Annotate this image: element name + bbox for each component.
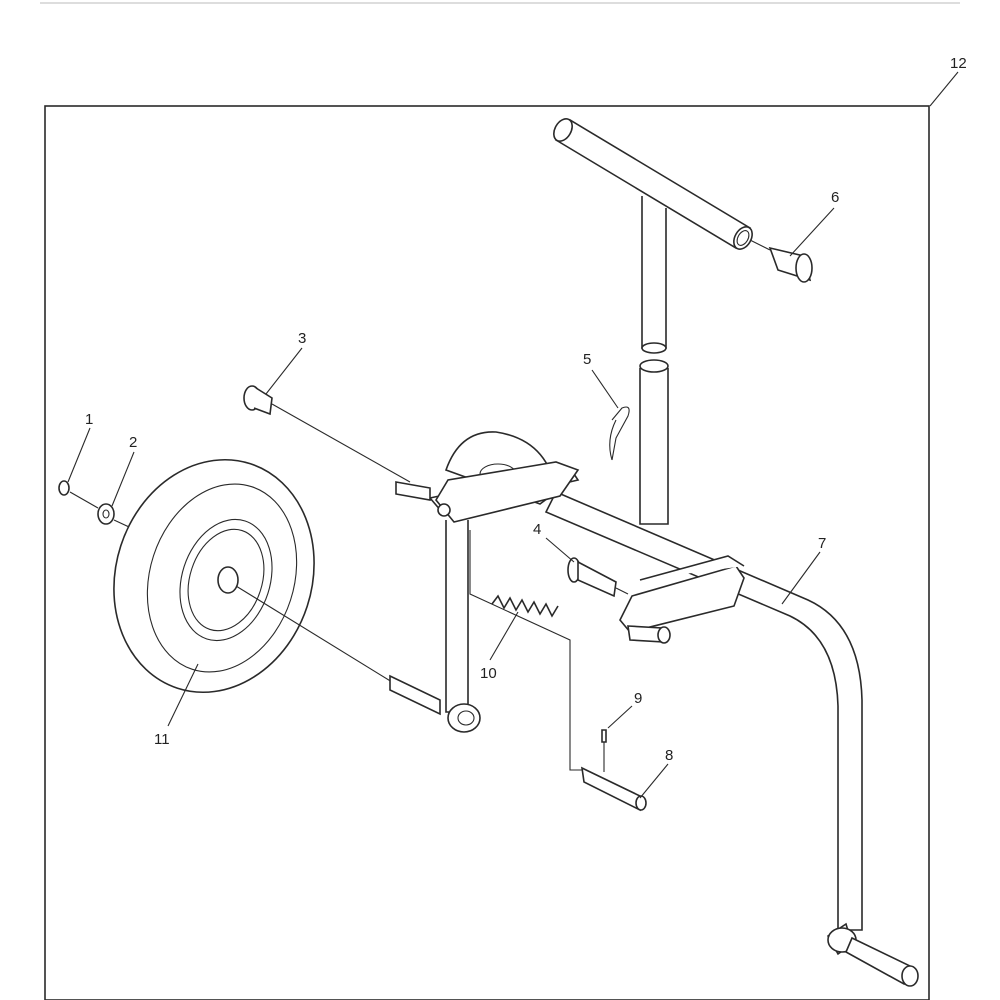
callout-7: 7 (818, 535, 826, 552)
callout-2: 2 (129, 434, 137, 451)
handle-assembly (428, 118, 919, 987)
callout-9: 9 (634, 690, 642, 707)
cotter-pin-part-5 (609, 406, 630, 461)
wheel-part-11 (113, 458, 441, 716)
callout-5: 5 (583, 351, 591, 368)
callout-8: 8 (665, 747, 673, 764)
pin-part-3 (243, 385, 431, 501)
callout-labels: 1 2 3 4 5 6 7 8 9 10 11 12 (85, 55, 967, 764)
spring-part-10 (469, 530, 586, 771)
pin-part-8 (580, 729, 647, 812)
callout-10: 10 (480, 665, 497, 682)
washer-part-2 (97, 503, 115, 525)
callout-6: 6 (831, 189, 839, 206)
callout-1: 1 (85, 411, 93, 428)
callout-11: 11 (154, 731, 170, 748)
leader-lines (67, 71, 959, 799)
assembly-frame (44, 105, 930, 1000)
clevis-pin-part-4 (567, 557, 629, 598)
callout-12: 12 (950, 55, 967, 72)
callout-4: 4 (533, 521, 541, 538)
callout-3: 3 (298, 330, 306, 347)
end-cap-part-6 (749, 239, 813, 283)
snap-ring-part-1 (58, 480, 141, 533)
